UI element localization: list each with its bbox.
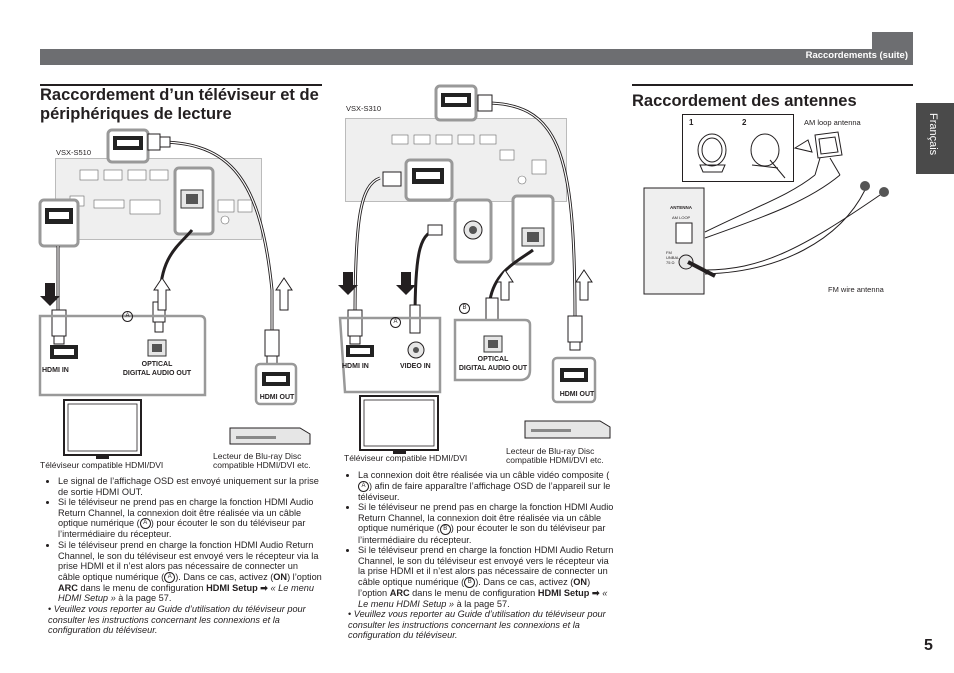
step-1: 1 bbox=[689, 118, 694, 127]
menu-text: dans le menu de configuration bbox=[80, 582, 204, 593]
left-bullet-2-tail: ) pour écouter le son du téléviseur par … bbox=[58, 518, 306, 540]
language-label: Français bbox=[927, 113, 939, 156]
section-title: Raccordements (suite) bbox=[805, 50, 908, 61]
mid-hdmi-out-label: HDMI OUT bbox=[559, 391, 595, 398]
left-bullet-3: Si le téléviseur prend en charge la fonc… bbox=[58, 540, 322, 604]
am-antenna-label: AM loop antenna bbox=[804, 118, 861, 127]
mid-bullet-1-tail: ) afin de faire apparaître l’affichage O… bbox=[358, 480, 611, 502]
page-number: 5 bbox=[924, 637, 933, 654]
step-2: 2 bbox=[742, 118, 747, 127]
mid-bullet-1: La connexion doit être réalisée via un c… bbox=[358, 470, 616, 502]
left-bullets: Le signal de l’affichage OSD est envoyé … bbox=[44, 476, 322, 636]
right-title: Raccordement des antennes bbox=[632, 92, 857, 110]
player-hdmi-out-label: HDMI OUT bbox=[259, 394, 295, 401]
left-bullet-1: Le signal de l’affichage OSD est envoyé … bbox=[58, 476, 322, 497]
mid-bullet-2: Si le téléviseur ne prend pas en charge … bbox=[358, 502, 616, 545]
header-tab bbox=[872, 32, 913, 50]
model-label-s510: VSX-S510 bbox=[56, 148, 92, 157]
label-b-mid-text: B bbox=[459, 303, 470, 315]
mid-digital-audio-out-text: DIGITAL AUDIO OUT bbox=[458, 365, 528, 372]
mid-bullet-2-tail: ) pour écouter le son du téléviseur par … bbox=[358, 523, 606, 545]
mid-hdmi-setup-text: HDMI Setup bbox=[537, 587, 590, 598]
mid-ref-text: « Le menu HDMI Setup » bbox=[358, 587, 608, 609]
left-bullet-3-text: Si le téléviseur prend en charge la fonc… bbox=[58, 540, 319, 582]
left-note: • Veuillez vous reporter au Guide d’util… bbox=[48, 604, 306, 636]
mid-bullet-3-tail: ). Dans ce cas, activez ( bbox=[475, 576, 574, 587]
language-tab: Français bbox=[916, 103, 954, 174]
arc-text: ARC bbox=[58, 582, 78, 593]
panel-antenna-label: ANTENNA bbox=[670, 205, 692, 210]
mid-bullet-1-text: La connexion doit être réalisée via un c… bbox=[358, 470, 610, 480]
digital-audio-out-text: DIGITAL AUDIO OUT bbox=[122, 370, 192, 377]
left-title-line2: périphériques de lecture bbox=[40, 105, 232, 123]
mid-bullet-3: Si le téléviseur prend en charge la fonc… bbox=[358, 545, 616, 609]
mid-menu-text: dans le menu de configuration bbox=[412, 587, 536, 598]
option-text: ) l’option bbox=[287, 571, 322, 582]
header-bar bbox=[40, 49, 913, 65]
mid-optical-text: OPTICAL bbox=[477, 356, 509, 363]
player-caption-mid: Lecteur de Blu-ray Disc compatible HDMI/… bbox=[506, 447, 604, 465]
mid-on-text: ON bbox=[573, 576, 588, 587]
on-text: ON bbox=[273, 571, 288, 582]
fm-antenna-label: FM wire antenna bbox=[828, 285, 884, 294]
mid-arc-text: ARC bbox=[389, 587, 410, 598]
player-caption-left-2: compatible HDMI/DVI etc. bbox=[213, 460, 311, 470]
player-caption-mid-2: compatible HDMI/DVI etc. bbox=[506, 455, 604, 465]
label-a-text: A bbox=[122, 311, 133, 323]
panel-am-label: AM LOOP bbox=[672, 215, 691, 220]
left-bullet-2-text: Si le téléviseur ne prend pas en charge … bbox=[58, 497, 314, 529]
model-label-s310: VSX-S310 bbox=[346, 104, 382, 113]
left-title: Raccordement d’un téléviseur et de périp… bbox=[40, 86, 319, 124]
mid-option-text: ) l’option bbox=[358, 576, 591, 598]
hdmi-setup-text: HDMI Setup bbox=[206, 582, 258, 593]
am-assembly-box bbox=[682, 114, 794, 182]
tv-hdmi-in-label: HDMI IN bbox=[42, 367, 69, 374]
mid-hdmi-in-label: HDMI IN bbox=[342, 363, 369, 370]
left-note-text: Veuillez vous reporter au Guide d’utilis… bbox=[48, 604, 306, 636]
label-b-mid: B bbox=[459, 300, 470, 318]
mid-bullets: La connexion doit être réalisée via un c… bbox=[344, 470, 616, 641]
right-title-rule bbox=[632, 84, 913, 86]
tv-caption-mid: Téléviseur compatible HDMI/DVI bbox=[344, 453, 468, 463]
label-a-mid: A bbox=[390, 314, 401, 332]
mid-bullet-2-text: Si le téléviseur ne prend pas en charge … bbox=[358, 502, 614, 534]
left-bullet-3-tail: ). Dans ce cas, activez ( bbox=[175, 571, 274, 582]
ref-text: « Le menu HDMI Setup » bbox=[58, 582, 314, 604]
player-caption-left-1: Lecteur de Blu-ray Disc bbox=[213, 451, 302, 461]
mid-note-text: Veuillez vous reporter au Guide d’utilis… bbox=[348, 609, 606, 641]
panel-fm-label: FM UNBAL 75 Ω bbox=[666, 250, 680, 265]
mid-video-in-label: VIDEO IN bbox=[400, 363, 431, 370]
mid-note: • Veuillez vous reporter au Guide d’util… bbox=[348, 609, 606, 641]
left-title-line1: Raccordement d’un téléviseur et de bbox=[40, 86, 319, 104]
player-caption-left: Lecteur de Blu-ray Disc compatible HDMI/… bbox=[213, 452, 311, 470]
label-a-left: A bbox=[122, 308, 133, 326]
label-a-mid-text: A bbox=[390, 317, 401, 329]
left-title-rule bbox=[40, 84, 322, 86]
mid-optical-label: OPTICAL DIGITAL AUDIO OUT bbox=[458, 355, 528, 373]
player-caption-mid-1: Lecteur de Blu-ray Disc bbox=[506, 446, 595, 456]
tv-optical-label: OPTICAL DIGITAL AUDIO OUT bbox=[122, 360, 192, 378]
mid-page-ref-text: à la page 57. bbox=[456, 598, 510, 609]
tv-caption-left: Téléviseur compatible HDMI/DVI bbox=[40, 460, 164, 470]
page-ref-text: à la page 57. bbox=[118, 593, 172, 604]
left-bullet-2: Si le téléviseur ne prend pas en charge … bbox=[58, 497, 322, 540]
optical-text: OPTICAL bbox=[141, 361, 173, 368]
mid-bullet-3-text: Si le téléviseur prend en charge la fonc… bbox=[358, 545, 614, 587]
